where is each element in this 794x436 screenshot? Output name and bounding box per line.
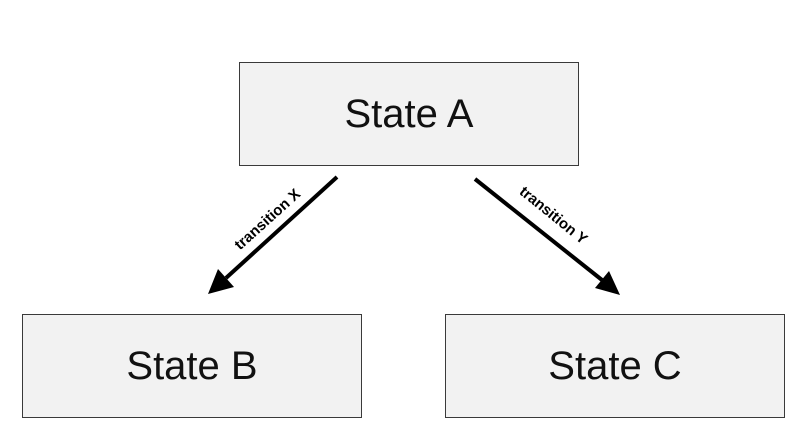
transition-x-arrow <box>208 175 339 294</box>
transition-x-line <box>224 175 339 280</box>
state-b-box: State B <box>22 314 362 418</box>
state-a-label: State A <box>344 91 474 136</box>
transition-y-arrowhead <box>595 271 620 295</box>
state-a-box: State A <box>239 62 579 166</box>
state-b-label: State B <box>126 343 258 388</box>
transition-y-arrow <box>473 177 620 295</box>
state-c-box: State C <box>445 314 785 418</box>
state-c-label: State C <box>548 343 682 388</box>
transition-y-line <box>473 177 604 282</box>
transition-y-label: transition Y <box>516 183 591 248</box>
transition-x-arrowhead <box>208 269 234 294</box>
